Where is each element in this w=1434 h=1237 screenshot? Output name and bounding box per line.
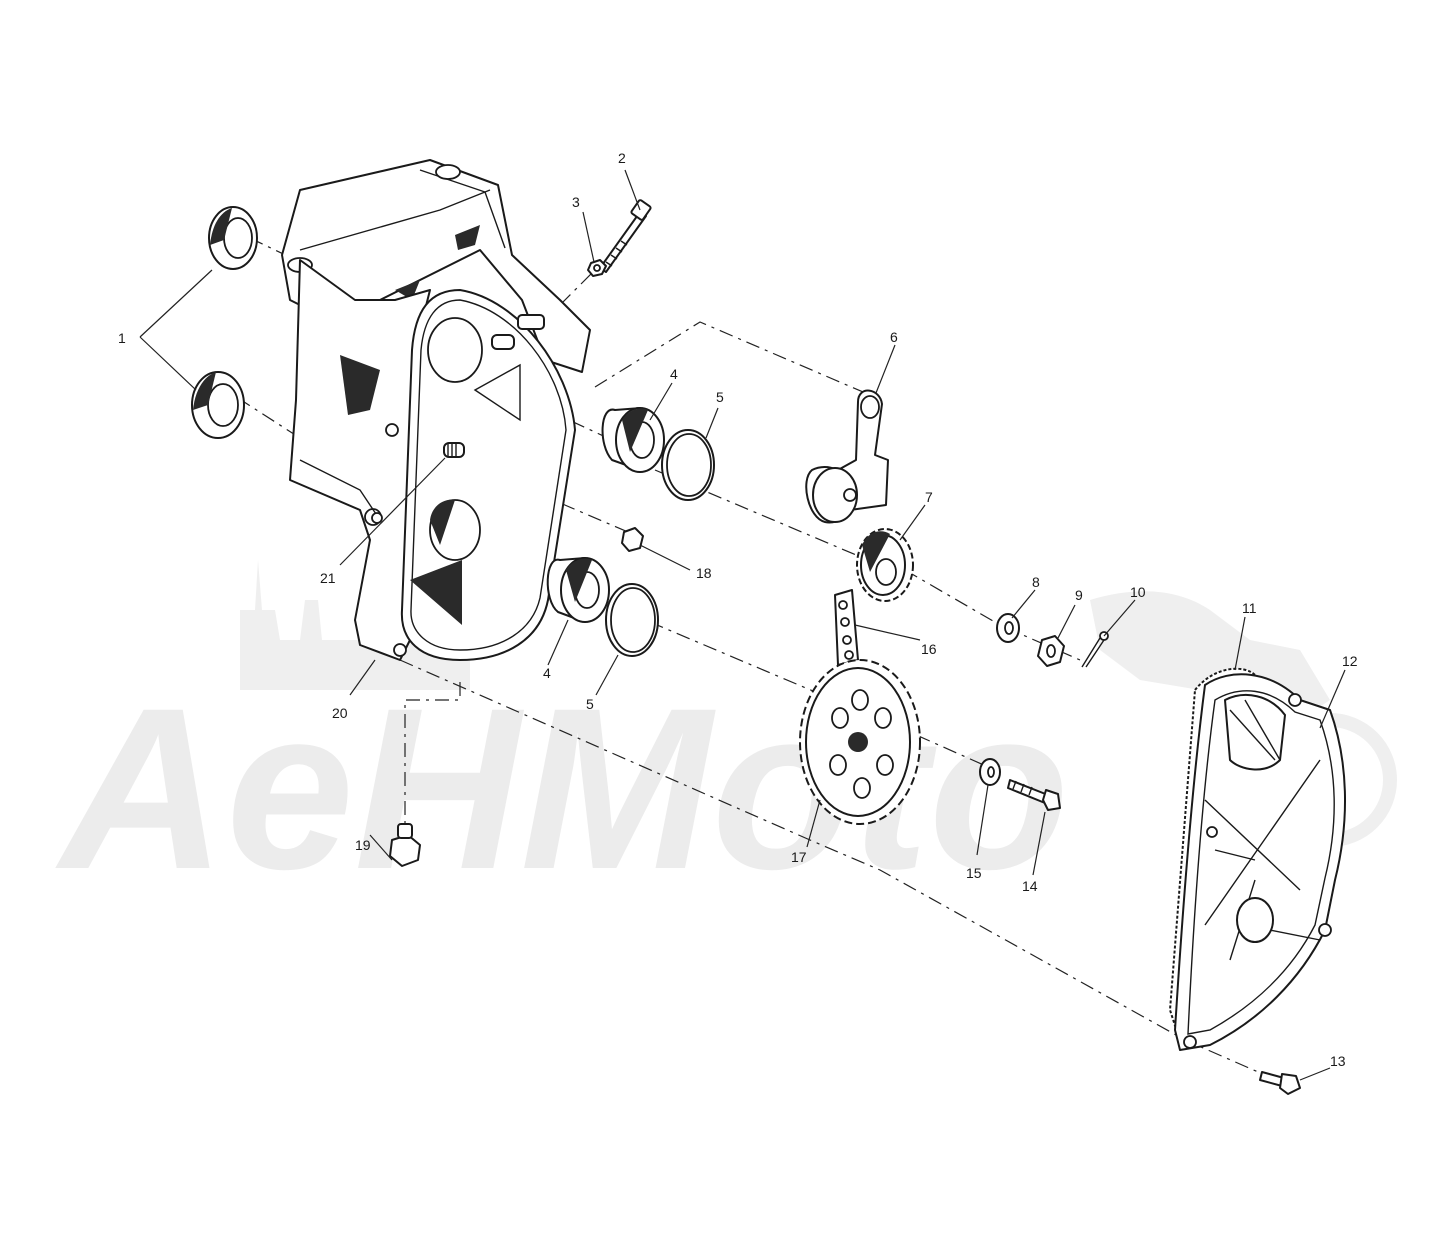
- part-16-chain: [834, 589, 859, 666]
- callout-5-lower: 5: [586, 696, 594, 712]
- housing-body: [289, 259, 431, 661]
- callout-2: 2: [618, 150, 626, 166]
- part-14-bolt: [1007, 779, 1061, 811]
- part-4-bearing-lower: [546, 557, 610, 623]
- part-12-cover: [1174, 673, 1346, 1051]
- callout-7: 7: [925, 489, 933, 505]
- leader-lines: [139, 169, 1346, 1081]
- part-5-snap-ring-upper: [661, 429, 715, 501]
- part-15-washer: [979, 758, 1001, 786]
- part-18-nut: [621, 527, 644, 552]
- callout-11: 11: [1242, 600, 1257, 616]
- callout-16: 16: [921, 641, 937, 657]
- callout-5-upper: 5: [716, 389, 724, 405]
- callout-19: 19: [355, 837, 371, 853]
- callout-18: 18: [696, 565, 712, 581]
- part-6-tensioner: [805, 389, 889, 524]
- chaincase-housing: [281, 159, 591, 661]
- callout-1: 1: [118, 330, 126, 346]
- part-17-lower-sprocket: [799, 659, 921, 825]
- callout-4-upper: 4: [670, 366, 678, 382]
- part-3-nut: [587, 259, 607, 277]
- callout-14: 14: [1022, 878, 1038, 894]
- seal-lower: [191, 371, 245, 439]
- callout-9: 9: [1075, 587, 1083, 603]
- part-5-snap-ring-lower: [605, 583, 659, 657]
- seal-upper: [208, 206, 258, 270]
- callout-13: 13: [1330, 1053, 1346, 1069]
- part-4-bearing-upper: [601, 407, 665, 473]
- callout-20: 20: [332, 705, 348, 721]
- part-21-dowel-pin: [443, 442, 465, 458]
- part-8-washer: [996, 613, 1020, 643]
- callout-10: 10: [1130, 584, 1146, 600]
- callout-3: 3: [572, 194, 580, 210]
- part-7-upper-sprocket: [856, 528, 914, 602]
- part-9-nut: [1037, 635, 1065, 667]
- callout-8: 8: [1032, 574, 1040, 590]
- callout-6: 6: [890, 329, 898, 345]
- watermark-text: AeHMoto: [55, 660, 1069, 917]
- part-10-cotter-pin: [1081, 631, 1109, 668]
- watermark-skyline: [240, 520, 470, 690]
- callout-4-lower: 4: [543, 665, 551, 681]
- part-1-seals: [191, 206, 258, 439]
- callout-15: 15: [966, 865, 982, 881]
- callout-12: 12: [1342, 653, 1358, 669]
- callout-labels: 1 2 3 4 4 5 5 6 7 8 9 10 11 12 13 14 15 …: [118, 150, 1358, 1069]
- part-13-bolt: [1259, 1071, 1301, 1095]
- callout-17: 17: [791, 849, 807, 865]
- part-2-bolt: [599, 199, 652, 273]
- part-19-drain-plug: [389, 823, 421, 867]
- callout-21: 21: [320, 570, 336, 586]
